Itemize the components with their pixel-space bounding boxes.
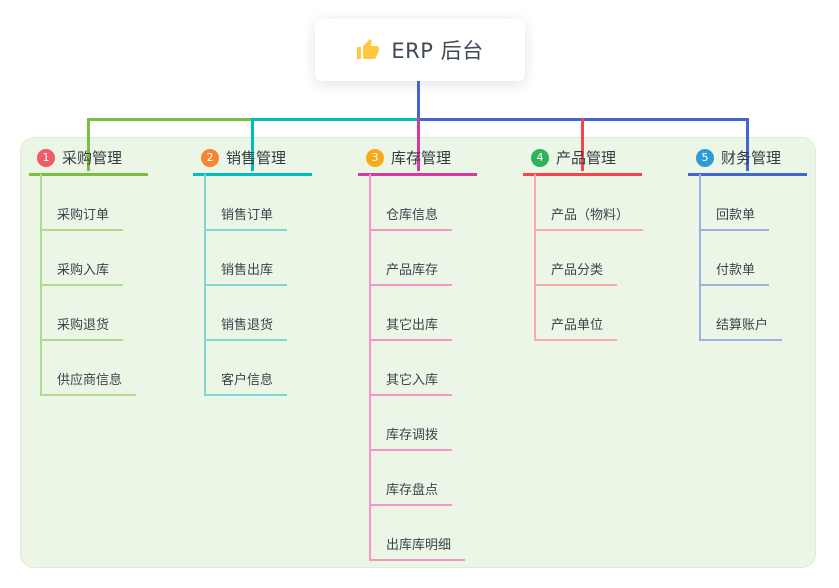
branch-header-inventory[interactable]: 3 库存管理: [358, 147, 477, 176]
branch-title: 销售管理: [226, 149, 287, 167]
sub-item-stock-transfer[interactable]: 库存调拨: [369, 427, 453, 451]
branch-title: 产品管理: [556, 149, 617, 167]
badge-number: 3: [366, 148, 384, 167]
branch-header-finance[interactable]: 5 财务管理: [688, 147, 807, 176]
sub-item-supplier-info[interactable]: 供应商信息: [40, 372, 137, 396]
branch-header-product[interactable]: 4 产品管理: [523, 147, 642, 176]
branch-header-sales[interactable]: 2 销售管理: [193, 147, 312, 176]
connector-rail-purchase: [87, 118, 255, 121]
connector-drop-product: [581, 118, 584, 171]
sub-item-product-category[interactable]: 产品分类: [534, 262, 618, 286]
sub-item-sales-return[interactable]: 销售退货: [204, 317, 288, 341]
sub-item-payment-bill[interactable]: 付款单: [699, 262, 770, 286]
sub-item-product-unit[interactable]: 产品单位: [534, 317, 618, 341]
badge-number: 5: [696, 148, 714, 167]
branch-title: 财务管理: [721, 149, 782, 167]
branch-sales: 2 销售管理 销售订单 销售出库 销售退货 客户信息: [193, 147, 312, 396]
sub-item-product-material[interactable]: 产品（物料）: [534, 207, 644, 231]
connector-drop-finance: [746, 118, 749, 171]
connector-drop-inventory: [417, 118, 420, 171]
branch-product: 4 产品管理 产品（物料） 产品分类 产品单位: [523, 147, 644, 341]
badge-number: 4: [531, 148, 549, 167]
thumbs-up-icon: [357, 39, 380, 59]
sub-item-warehouse-info[interactable]: 仓库信息: [369, 207, 453, 231]
sub-item-settlement-account[interactable]: 结算账户: [699, 317, 783, 341]
branch-finance: 5 财务管理 回款单 付款单 结算账户: [688, 147, 807, 341]
root-connector-vertical: [417, 81, 420, 121]
sub-item-purchase-order[interactable]: 采购订单: [40, 207, 124, 231]
connector-rail-sales: [252, 118, 419, 121]
connector-drop-sales: [251, 118, 254, 171]
branch-title: 库存管理: [391, 149, 452, 167]
sub-item-stock-count[interactable]: 库存盘点: [369, 482, 453, 506]
sub-item-other-inbound[interactable]: 其它入库: [369, 372, 453, 396]
branch-header-purchase[interactable]: 1 采购管理: [29, 147, 148, 176]
sub-item-receipt-bill[interactable]: 回款单: [699, 207, 770, 231]
connector-drop-purchase: [87, 118, 90, 171]
sub-item-purchase-return[interactable]: 采购退货: [40, 317, 124, 341]
sub-item-product-stock[interactable]: 产品库存: [369, 262, 453, 286]
branch-subtree-line: [699, 174, 701, 341]
root-node-erp[interactable]: ERP 后台: [315, 19, 525, 81]
branch-purchase: 1 采购管理 采购订单 采购入库 采购退货 供应商信息: [29, 147, 148, 396]
sub-item-sales-order[interactable]: 销售订单: [204, 207, 288, 231]
badge-number: 1: [37, 148, 55, 167]
root-title: ERP 后台: [391, 39, 484, 63]
sub-item-customer-info[interactable]: 客户信息: [204, 372, 288, 396]
branch-subtree-line: [534, 174, 536, 341]
sub-item-sales-outbound[interactable]: 销售出库: [204, 262, 288, 286]
branch-inventory: 3 库存管理 仓库信息 产品库存 其它出库 其它入库 库存调拨 库存盘点 出库库…: [358, 147, 477, 561]
sub-item-outbound-detail[interactable]: 出库库明细: [369, 537, 466, 561]
branches-container: [20, 137, 816, 568]
branch-title: 采购管理: [62, 149, 123, 167]
badge-number: 2: [201, 148, 219, 167]
branch-subtree-line: [369, 174, 371, 561]
sub-item-purchase-inbound[interactable]: 采购入库: [40, 262, 124, 286]
sub-item-other-outbound[interactable]: 其它出库: [369, 317, 453, 341]
